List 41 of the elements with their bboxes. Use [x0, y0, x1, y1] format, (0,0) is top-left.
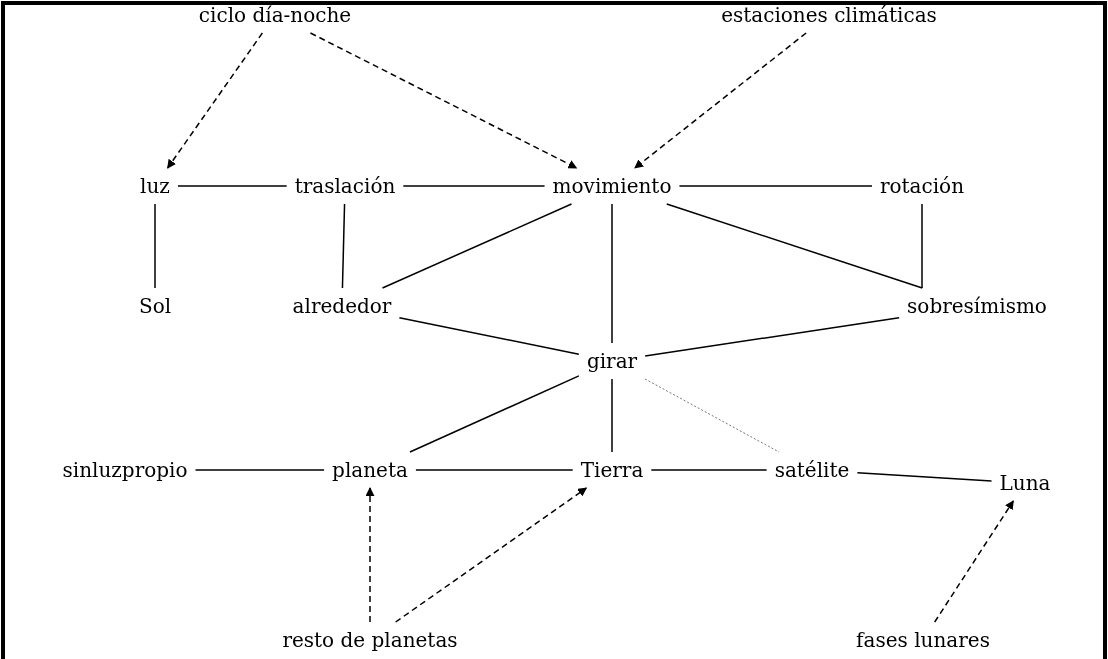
- concept-label: sinluzpropio: [62, 458, 188, 482]
- concept-label: resto de planetas: [282, 628, 458, 652]
- concept-label: estaciones climáticas: [721, 3, 937, 27]
- arrow: [933, 500, 1015, 623]
- arrow: [634, 32, 807, 169]
- concept-label: movimiento: [552, 174, 672, 198]
- connector-line: [611, 378, 613, 453]
- connector-line: [381, 203, 573, 289]
- connector-line: [650, 469, 768, 471]
- concept-label: luz: [140, 174, 170, 198]
- arrow: [166, 32, 264, 169]
- concept-label: fases lunares: [856, 628, 990, 652]
- connector-line: [341, 203, 346, 289]
- connector-line: [921, 203, 923, 289]
- concept-label: girar: [586, 349, 638, 373]
- concept-label: sobresímismo: [907, 294, 1047, 318]
- concept-label: Luna: [999, 471, 1051, 495]
- concept-label: alrededor: [292, 294, 392, 318]
- concept-label: Sol: [138, 294, 172, 318]
- arrow: [365, 487, 375, 623]
- connector-line: [194, 469, 325, 471]
- concept-label: planeta: [332, 458, 408, 482]
- arrow: [309, 32, 578, 169]
- connector-line: [398, 316, 580, 355]
- connector-line: [409, 375, 580, 453]
- connector-line: [678, 185, 873, 187]
- connector-line: [415, 469, 574, 471]
- concept-label: Tierra: [580, 458, 644, 482]
- connector-line: [154, 203, 156, 289]
- connector-line: [644, 378, 780, 453]
- connector-line: [402, 185, 546, 187]
- concept-label: rotación: [879, 174, 965, 198]
- connector-line: [666, 203, 923, 289]
- connector-line: [177, 185, 288, 187]
- concept-label: ciclo día-noche: [198, 3, 352, 27]
- connector-line: [611, 203, 613, 344]
- concept-label: traslación: [294, 174, 396, 198]
- concept-label: satélite: [774, 458, 850, 482]
- connector-line: [644, 317, 900, 357]
- connector-line: [856, 472, 993, 482]
- arrow: [394, 487, 588, 623]
